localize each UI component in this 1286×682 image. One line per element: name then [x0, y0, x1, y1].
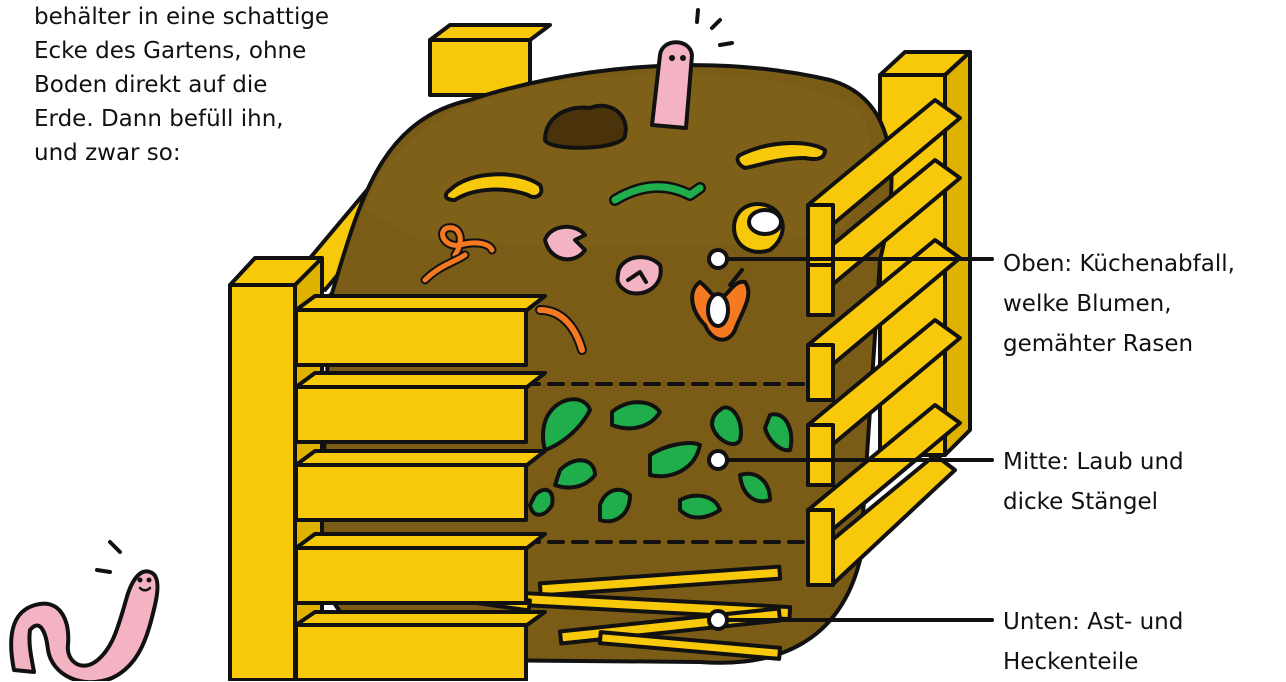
- label-middle-layer: Mitte: Laub und dicke Stängel: [1003, 442, 1184, 522]
- corner-worm: [11, 542, 157, 681]
- front-slats: [296, 296, 545, 680]
- label-top-layer: Oben: Küchenabfall, welke Blumen, gemäht…: [1003, 244, 1235, 364]
- label-line: welke Blumen,: [1003, 284, 1235, 324]
- soil-top: [365, 74, 870, 246]
- label-bottom-layer: Unten: Ast- und Heckenteile: [1003, 602, 1183, 682]
- label-line: Oben: Küchenabfall,: [1003, 244, 1235, 284]
- label-line: gemähter Rasen: [1003, 324, 1235, 364]
- label-line: Heckenteile: [1003, 642, 1183, 682]
- right-front-slat-faces: [808, 205, 833, 585]
- label-line: Mitte: Laub und: [1003, 442, 1184, 482]
- label-line: dicke Stängel: [1003, 482, 1184, 522]
- label-line: Unten: Ast- und: [1003, 602, 1183, 642]
